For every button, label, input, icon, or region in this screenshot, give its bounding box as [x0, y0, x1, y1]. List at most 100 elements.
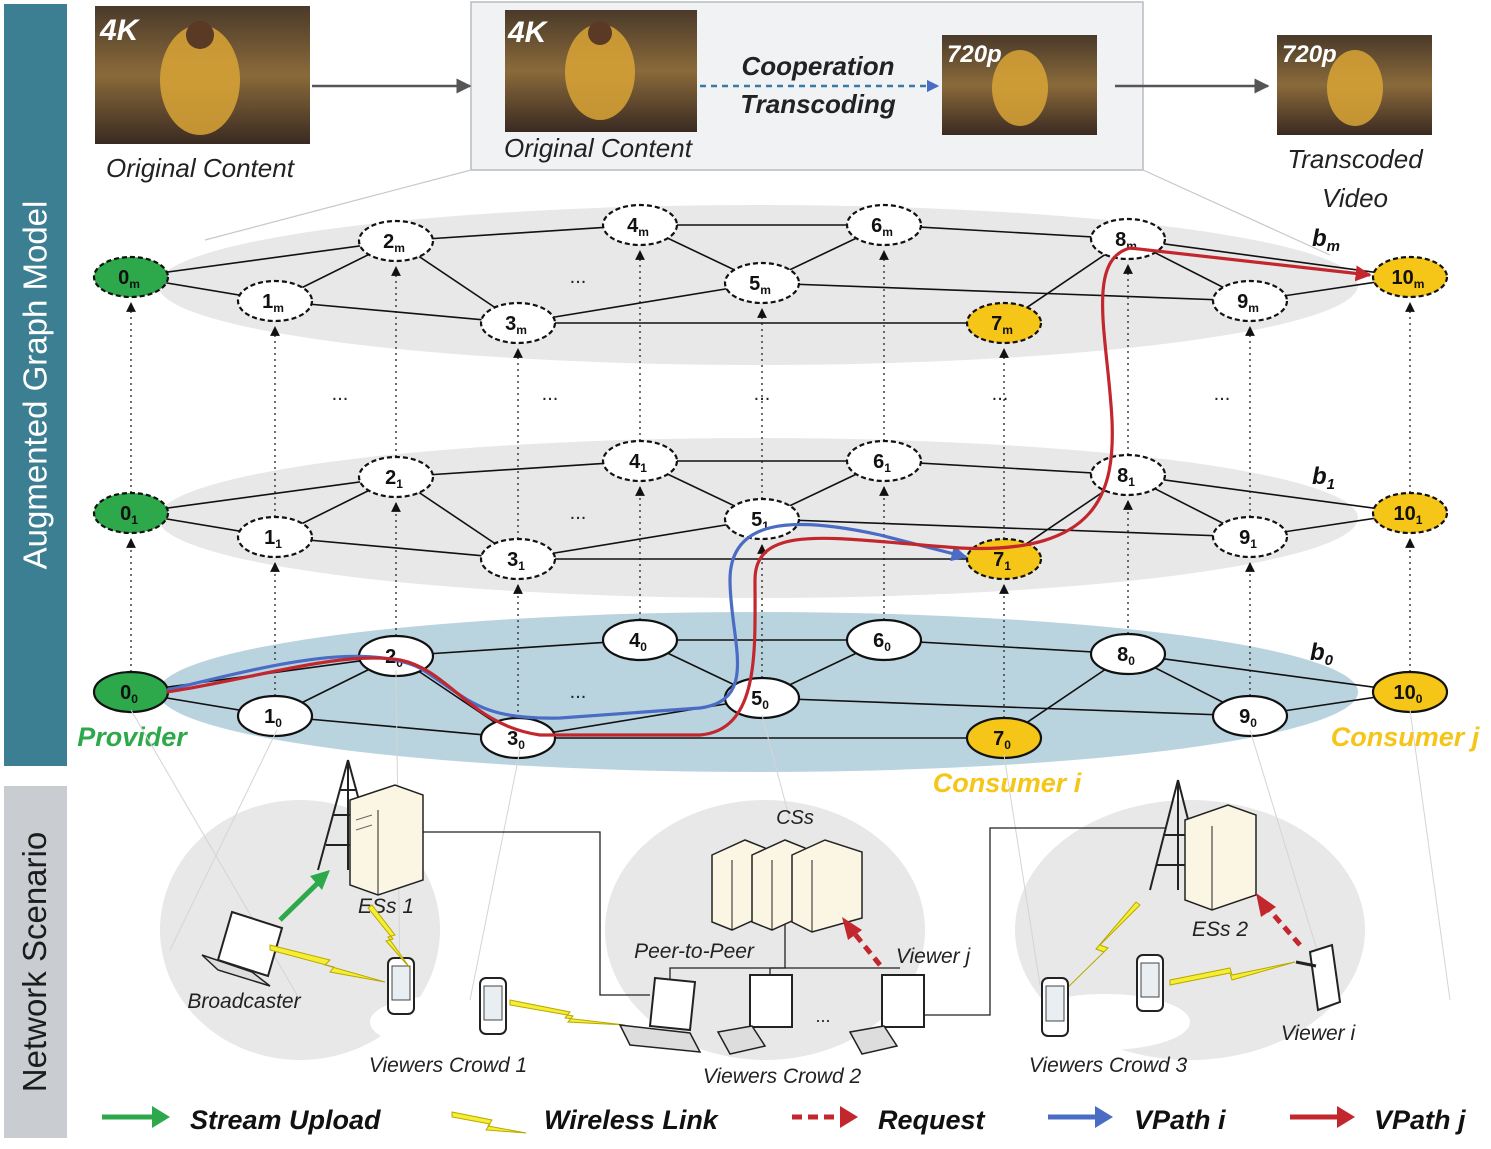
layer-node-ellipsis: ...: [570, 681, 587, 703]
graph-edge: [761, 518, 1251, 538]
edge-server-2-icon: [1184, 804, 1257, 911]
zoom-line: [1142, 169, 1331, 256]
graph-node-label: 6m: [871, 215, 893, 239]
broadcaster-label: Broadcaster: [187, 990, 301, 1013]
graph-edge: [130, 240, 397, 278]
graph-node-label: 41: [629, 451, 647, 475]
graph-node-label: 91: [1239, 527, 1257, 551]
legend-vpath-i-arrowhead: [1095, 1106, 1113, 1128]
desktop-icon: [848, 974, 925, 1055]
legend-vpath-i-label: VPath i: [1134, 1105, 1226, 1135]
graph-edge: [395, 460, 641, 478]
graph-node-label: 3m: [505, 313, 527, 337]
graph-node: 3m: [479, 301, 557, 345]
graph-edge: [761, 697, 1251, 717]
legend-wireless-icon: [451, 1111, 527, 1134]
transcoded-label-2: Video: [1322, 183, 1388, 213]
legend-stream-upload-arrowhead: [152, 1106, 170, 1128]
graph-edge: [274, 536, 519, 560]
badge-720p-2: 720p: [1282, 41, 1337, 68]
zoom-line: [204, 169, 472, 241]
wireless-link-icons: [269, 901, 1296, 1026]
graph-node: 10: [236, 694, 314, 738]
graph-node: 10m: [1371, 255, 1449, 299]
graph-node-label: 90: [1239, 706, 1257, 730]
graph-node: 6m: [845, 203, 923, 247]
graph-edge: [517, 697, 763, 739]
graph-node-label: 21: [385, 467, 403, 491]
graph-node-label: 2m: [383, 231, 405, 255]
graph-edge: [274, 300, 519, 324]
layer-ellipsis: ...: [542, 383, 559, 405]
layer-label-m: bm: [1312, 225, 1340, 255]
layer-ellipsis: ...: [754, 383, 771, 405]
graph-node: 91: [1211, 515, 1289, 559]
transcoded-label-1: Transcoded: [1287, 144, 1424, 174]
layer-ellipsis: ...: [1214, 383, 1231, 405]
graph-node-label: 71: [993, 549, 1011, 573]
graph-node: 21: [357, 455, 435, 499]
graph-node-shape: [1371, 491, 1449, 535]
graph-layers: ..................0m1m2m3m4m5m6m7m8m9m10…: [77, 203, 1480, 798]
graph-node-shape: [1211, 694, 1289, 738]
graph-node-shape: [236, 515, 314, 559]
graph-node: 0m: [92, 255, 170, 299]
graph-node: 5m: [723, 261, 801, 305]
graph-node: 61: [845, 439, 923, 483]
layer-node-ellipsis: ...: [570, 266, 587, 288]
graph-node: 90: [1211, 694, 1289, 738]
original-content-label: Original Content: [106, 153, 296, 183]
graph-node: 70: [965, 716, 1043, 760]
graph-edge: [883, 639, 1129, 655]
desktop-ellipsis: ...: [815, 1006, 830, 1026]
transcoded-video-thumbnail: 720p: [1277, 35, 1432, 135]
viewer-i-label: Viewer i: [1281, 1022, 1357, 1045]
phone-icon: [479, 977, 507, 1035]
graph-node-shape: [236, 694, 314, 738]
phone-icon: [1136, 954, 1164, 1012]
ess1-label: ESs 1: [358, 895, 414, 918]
graph-node-label: 51: [751, 509, 769, 533]
legend: Stream Upload Wireless Link Request VPat…: [102, 1105, 1466, 1135]
transcoding-label: Transcoding: [740, 89, 896, 119]
graph-node: 40: [601, 618, 679, 662]
original-content-thumbnail: 4K: [95, 6, 310, 144]
edge-server-1-icon: [349, 784, 424, 896]
graph-node-label: 8m: [1115, 229, 1137, 253]
consumer-i-label: Consumer i: [933, 768, 1082, 798]
legend-request-label: Request: [878, 1105, 986, 1135]
network-scenario-label: Network Scenario: [4, 786, 67, 1138]
graph-node-shape: [357, 455, 435, 499]
transcoded-thumbnail: 720p: [942, 35, 1097, 135]
graph-node: 81: [1089, 453, 1167, 497]
graph-node-shape: [1089, 632, 1167, 676]
graph-edge: [517, 282, 763, 324]
original-content-thumbnail-2: 4K: [505, 10, 697, 132]
crowd2-label: Viewers Crowd 2: [703, 1065, 862, 1088]
graph-edge: [883, 460, 1129, 476]
graph-node-label: 01: [120, 503, 138, 527]
legend-wireless-label: Wireless Link: [544, 1105, 720, 1135]
legend-request-arrowhead: [840, 1106, 858, 1128]
graph-node-label: 10m: [1392, 267, 1425, 291]
desktop-icon: [716, 974, 793, 1055]
graph-node-label: 4m: [627, 215, 649, 239]
graph-node-shape: [1211, 279, 1289, 323]
graph-edge: [761, 282, 1251, 302]
graph-node: 4m: [601, 203, 679, 247]
cooperation-label: Cooperation: [741, 51, 894, 81]
graph-edge: [130, 476, 397, 514]
badge-4k: 4K: [99, 14, 141, 47]
graph-node: 1m: [236, 279, 314, 323]
stream-upload-arrowhead: [310, 870, 330, 890]
peer-to-peer-label: Peer-to-Peer: [634, 940, 755, 963]
graph-node-label: 40: [629, 630, 647, 654]
network-scenario: ESs 1 Broadcaster Viewers Crowd 1: [130, 669, 1451, 1088]
graph-node-label: 10: [264, 706, 282, 730]
phone-icon: [1041, 977, 1069, 1037]
graph-node-label: 9m: [1237, 291, 1259, 315]
graph-node-shape: [92, 255, 170, 299]
top-row: 4K Original Content 4K Original Content …: [95, 1, 1432, 256]
graph-node-label: 50: [751, 688, 769, 712]
